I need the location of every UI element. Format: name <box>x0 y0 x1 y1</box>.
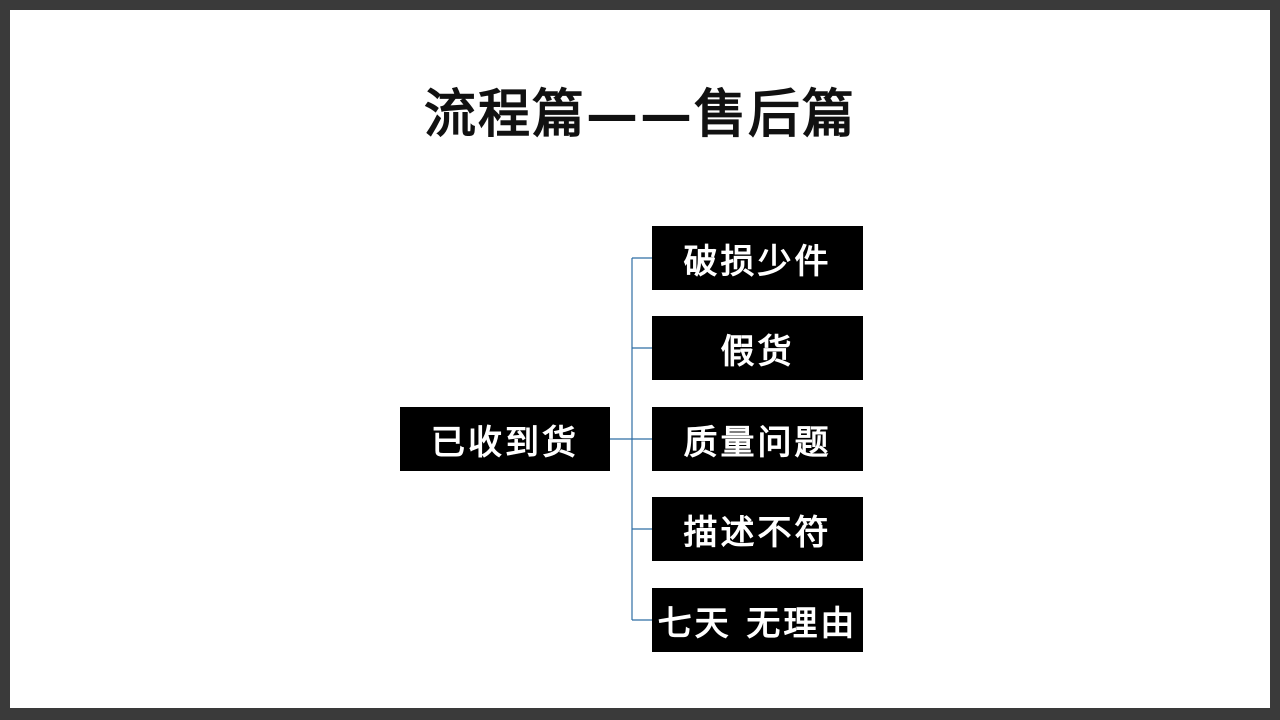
child-node-label: 假货 <box>720 331 795 372</box>
child-node-label: 破损少件 <box>683 241 832 282</box>
root-node: 已收到货 <box>400 407 610 471</box>
child-node-damaged: 破损少件 <box>652 226 863 290</box>
child-node-seven-day-return: 七天 无理由 <box>652 588 863 652</box>
child-node-label: 质量问题 <box>683 422 832 463</box>
child-node-mismatch: 描述不符 <box>652 497 863 561</box>
slide-canvas <box>10 10 1270 708</box>
child-node-label: 七天 无理由 <box>657 603 858 644</box>
child-node-counterfeit: 假货 <box>652 316 863 380</box>
child-node-label: 描述不符 <box>683 512 832 553</box>
child-node-quality: 质量问题 <box>652 407 863 471</box>
root-node-label: 已收到货 <box>431 422 579 463</box>
page-title: 流程篇——售后篇 <box>423 84 856 145</box>
